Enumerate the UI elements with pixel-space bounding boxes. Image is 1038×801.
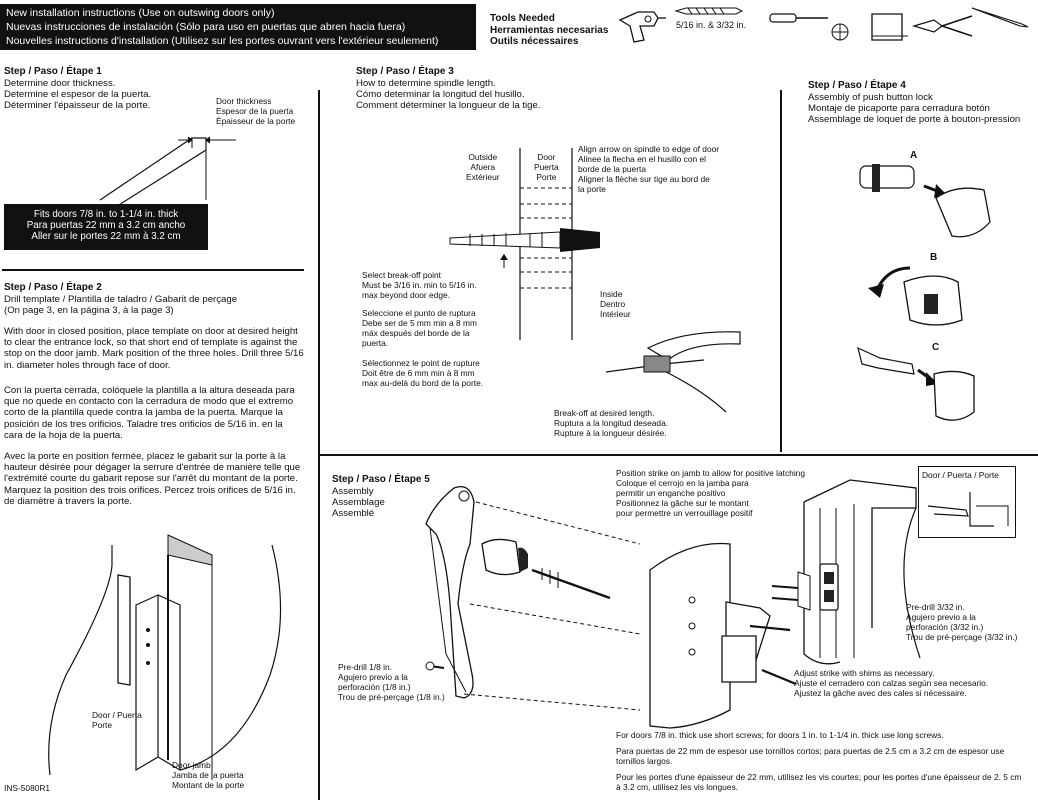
handle-exploded-illustration	[400, 484, 640, 710]
tools-bits-label: 5/16 in. & 3/32 in.	[676, 20, 747, 30]
step2-para-en: With door in closed position, place temp…	[4, 326, 304, 371]
tools-title-fr: Outils nécessaires	[490, 36, 579, 47]
tools-title-en: Tools Needed	[490, 13, 555, 24]
step1-text: Determine door thickness. Determine el e…	[4, 78, 152, 112]
door-inset-box	[918, 466, 1016, 538]
step5-screws-es: Para puertas de 22 mm de espesor use tor…	[616, 746, 1005, 766]
step2-jamb-label: Door jamb Jamba de la puerta Montant de …	[172, 760, 245, 790]
step3-heading: Step / Paso / Étape 3	[356, 66, 454, 77]
step3-align-label: Align arrow on spindle to edge of door A…	[578, 144, 720, 194]
divider-right	[780, 90, 782, 452]
step2-subheading: Drill template / Plantilla de taladro / …	[4, 294, 238, 317]
step4-label-a: A	[910, 150, 918, 161]
pliers-breakoff-illustration	[604, 324, 744, 416]
spindle-illustration	[430, 148, 600, 340]
step2-door-label: Door / Puerta Porte	[92, 710, 142, 730]
step5-predrill-large: Pre-drill 3/32 in. Agujero previo a la p…	[906, 602, 1018, 642]
step3-breakoff-en: Select break-off point Must be 3/16 in. …	[362, 270, 477, 300]
step5-predrill-small: Pre-drill 1/8 in. Agujero previo a la pe…	[338, 662, 445, 702]
step4-text: Assembly of push button lock Montaje de …	[808, 92, 1021, 126]
step5-text: Assembly Assemblage Assemblé	[332, 486, 385, 520]
divider-left	[318, 90, 320, 800]
step5-position-strike: Position strike on jamb to allow for pos…	[616, 468, 805, 518]
door-inset-label: Door / Puerta / Porte	[922, 470, 999, 480]
step3-breakoff-fr: Sélectionnez le point de rupture Doit êt…	[362, 358, 484, 388]
pliers-icon	[912, 12, 974, 40]
header-banner	[0, 4, 476, 50]
step1-heading: Step / Paso / Étape 1	[4, 66, 102, 77]
step5-heading: Step / Paso / Étape 5	[332, 474, 430, 485]
step1-callout: Door thickness Espesor de la puerta Épai…	[216, 96, 296, 126]
header-title-fr: Nouvelles instructions d'installation (U…	[6, 35, 439, 47]
drill-bit-icon	[676, 7, 742, 15]
step4-label-c: C	[932, 342, 940, 353]
header-title-en: New installation instructions (Use on ou…	[6, 7, 275, 19]
step1-fit-box	[4, 204, 208, 250]
step2-heading: Step / Paso / Étape 2	[4, 282, 102, 293]
divider-step3-step5	[318, 454, 1038, 456]
tools-heading: Tools Needed Herramientas necesarias Out…	[490, 13, 608, 48]
drill-icon	[618, 6, 668, 44]
step4-label-b: B	[930, 252, 938, 263]
door-slab-illustration	[630, 530, 810, 730]
step1-fit-text: Fits doors 7/8 in. to 1-1/4 in. thick Pa…	[26, 209, 186, 243]
pencil-icon	[970, 6, 1030, 28]
door-thickness-illustration	[96, 118, 256, 208]
document-code: INS-5080R1	[4, 783, 51, 793]
step5-screws-fr: Pour les portes d'une épaisseur de 22 mm…	[616, 772, 1022, 792]
step4-heading: Step / Paso / Étape 4	[808, 80, 906, 91]
step5-screws-en: For doors 7/8 in. thick use short screws…	[616, 730, 944, 740]
step2-para-fr: Avec la porte en position fermée, placez…	[4, 451, 301, 507]
tape-measure-icon	[868, 10, 910, 42]
step3-outside-label: Outside Afuera Extérieur	[466, 152, 500, 182]
step3-door-label: Door Puerta Porte	[534, 152, 559, 182]
step3-breakoff-result: Break-off at desired length. Ruptura a l…	[554, 408, 669, 438]
door-inset-illustration	[926, 486, 1010, 532]
header-title-es: Nuevas instrucciones de instalación (Sól…	[6, 21, 406, 33]
screwdriver-icon	[768, 12, 852, 42]
divider-step1-step2	[2, 269, 304, 271]
step3-breakoff-es: Seleccione el punto de ruptura Debe ser …	[362, 308, 477, 348]
push-button-assembly-a	[856, 164, 996, 244]
step5-adjust-strike: Adjust strike with shims as necessary. A…	[794, 668, 989, 698]
step3-inside-label: Inside Dentro Intérieur	[600, 289, 631, 319]
push-button-assembly-c	[856, 340, 976, 426]
tools-title-es: Herramientas necesarias	[490, 24, 609, 36]
push-button-assembly-b	[868, 262, 976, 330]
step2-para-es: Con la puerta cerrada, colóquele la plan…	[4, 385, 295, 441]
step3-text: How to determine spindle length. Cómo de…	[356, 78, 541, 112]
jamb-strike-illustration	[780, 478, 930, 668]
door-template-illustration	[40, 525, 310, 780]
